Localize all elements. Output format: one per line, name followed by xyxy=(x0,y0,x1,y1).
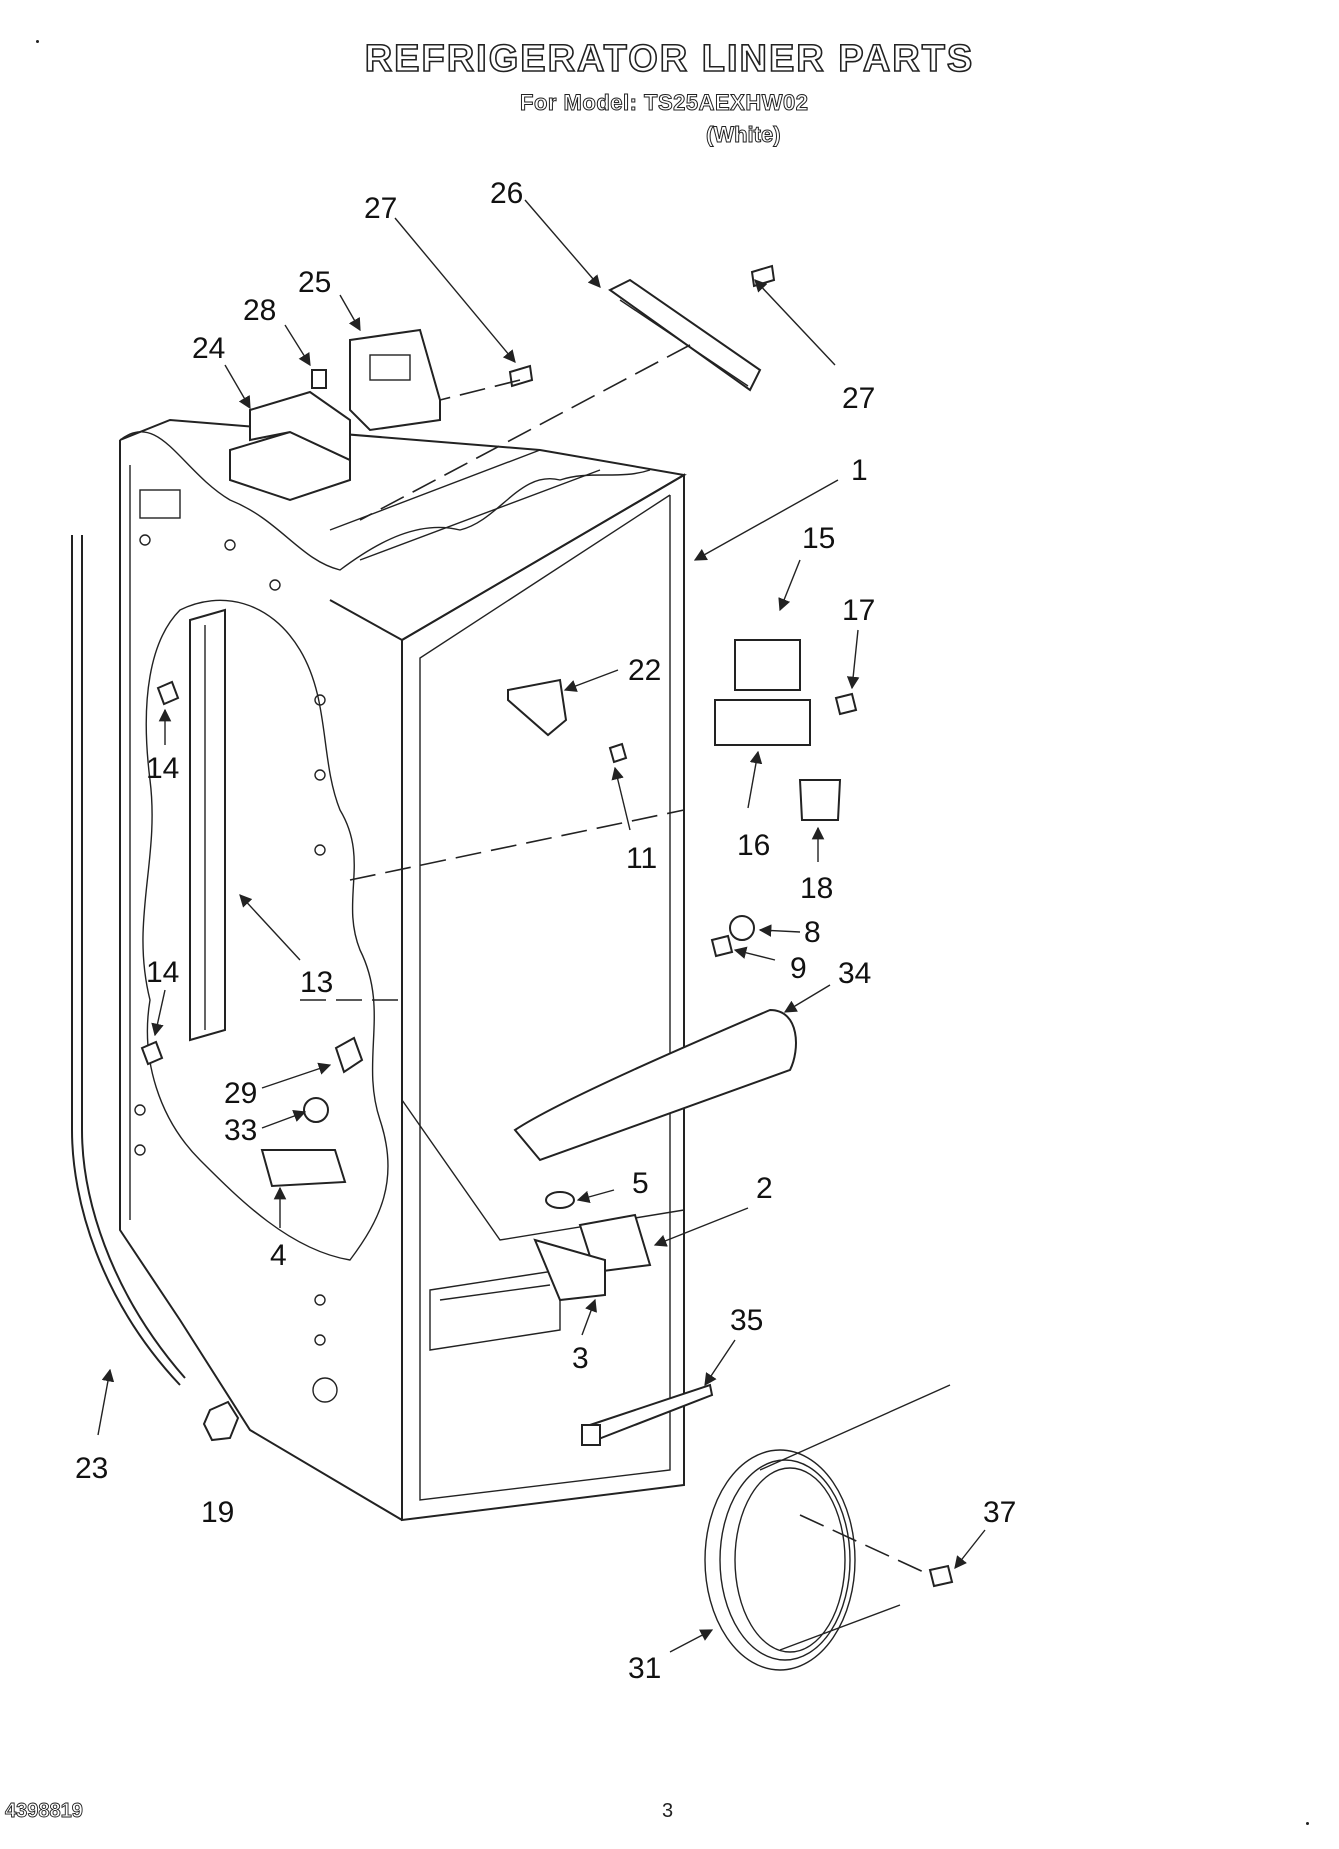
part-34-duct-cover xyxy=(513,1008,797,1162)
part-14-screw-a xyxy=(156,680,180,706)
part-17-screw xyxy=(834,692,858,716)
part-26-rail xyxy=(608,278,762,392)
part-5-grommet xyxy=(545,1191,575,1209)
model-label: For Model: TS25AEXHW02 xyxy=(519,90,809,116)
part-8-grommet xyxy=(729,915,755,941)
callout-29: 29 xyxy=(224,1077,257,1110)
part-33-bulb xyxy=(303,1097,329,1123)
document-number: 4398819 xyxy=(5,1800,84,1823)
callout-8: 8 xyxy=(804,916,821,949)
callout-4: 4 xyxy=(270,1239,287,1272)
color-label: (White) xyxy=(706,122,782,148)
callout-1: 1 xyxy=(851,454,868,487)
callout-37: 37 xyxy=(983,1496,1016,1529)
callout-13: 13 xyxy=(300,966,333,999)
callout-24: 24 xyxy=(192,332,225,365)
callout-27-top: 27 xyxy=(364,192,397,225)
callout-27-right: 27 xyxy=(842,382,875,415)
part-11-screw xyxy=(608,742,628,764)
part-35-cable-tie xyxy=(588,1383,714,1442)
part-27-screw-b xyxy=(750,264,776,288)
callout-17: 17 xyxy=(842,594,875,627)
part-9-screw xyxy=(710,934,734,958)
page-title: REFRIGERATOR LINER PARTS xyxy=(364,37,975,81)
callout-19: 19 xyxy=(201,1496,234,1529)
callout-11: 11 xyxy=(626,842,657,875)
corner-mark xyxy=(36,40,39,43)
page-number: 3 xyxy=(662,1800,674,1822)
part-19-nut xyxy=(202,1400,240,1442)
part-14-screw-b xyxy=(140,1040,164,1066)
callout-33: 33 xyxy=(224,1114,257,1147)
callout-9: 9 xyxy=(790,952,807,985)
callout-16: 16 xyxy=(737,829,770,862)
callout-22: 22 xyxy=(628,654,661,687)
part-23-tube xyxy=(71,535,181,1386)
callout-5: 5 xyxy=(632,1167,649,1200)
part-18-knob xyxy=(798,779,842,821)
callout-labels: 27 26 27 25 28 24 1 15 17 22 14 11 16 18… xyxy=(75,177,1016,1685)
callout-34: 34 xyxy=(838,957,871,990)
part-28-clip xyxy=(311,369,327,389)
part-4-light-shield xyxy=(260,1149,347,1188)
callout-26: 26 xyxy=(490,177,523,210)
part-15-control xyxy=(734,639,801,691)
part-16-housing xyxy=(714,699,811,746)
part-27-screw-a xyxy=(508,364,534,388)
callout-23: 23 xyxy=(75,1452,108,1485)
part-13-vertical-rail xyxy=(189,608,226,1042)
corner-mark xyxy=(1306,1822,1309,1825)
callout-25: 25 xyxy=(298,266,331,299)
leader-arrows xyxy=(97,199,986,1653)
callout-14-bottom: 14 xyxy=(146,956,179,989)
callout-2: 2 xyxy=(756,1172,773,1205)
part-31-wire-harness xyxy=(704,1384,951,1671)
part-29-socket xyxy=(334,1036,364,1074)
part-22-bracket xyxy=(507,678,568,737)
callout-18: 18 xyxy=(800,872,833,905)
callout-15: 15 xyxy=(802,522,835,555)
callout-3: 3 xyxy=(572,1342,589,1375)
liner-cabinet xyxy=(119,418,687,1522)
callout-14-top: 14 xyxy=(146,752,179,785)
callout-31: 31 xyxy=(628,1652,661,1685)
part-37-screw xyxy=(928,1564,954,1588)
callout-28: 28 xyxy=(243,294,276,327)
callout-35: 35 xyxy=(730,1304,763,1337)
part-3-bracket xyxy=(533,1238,606,1302)
